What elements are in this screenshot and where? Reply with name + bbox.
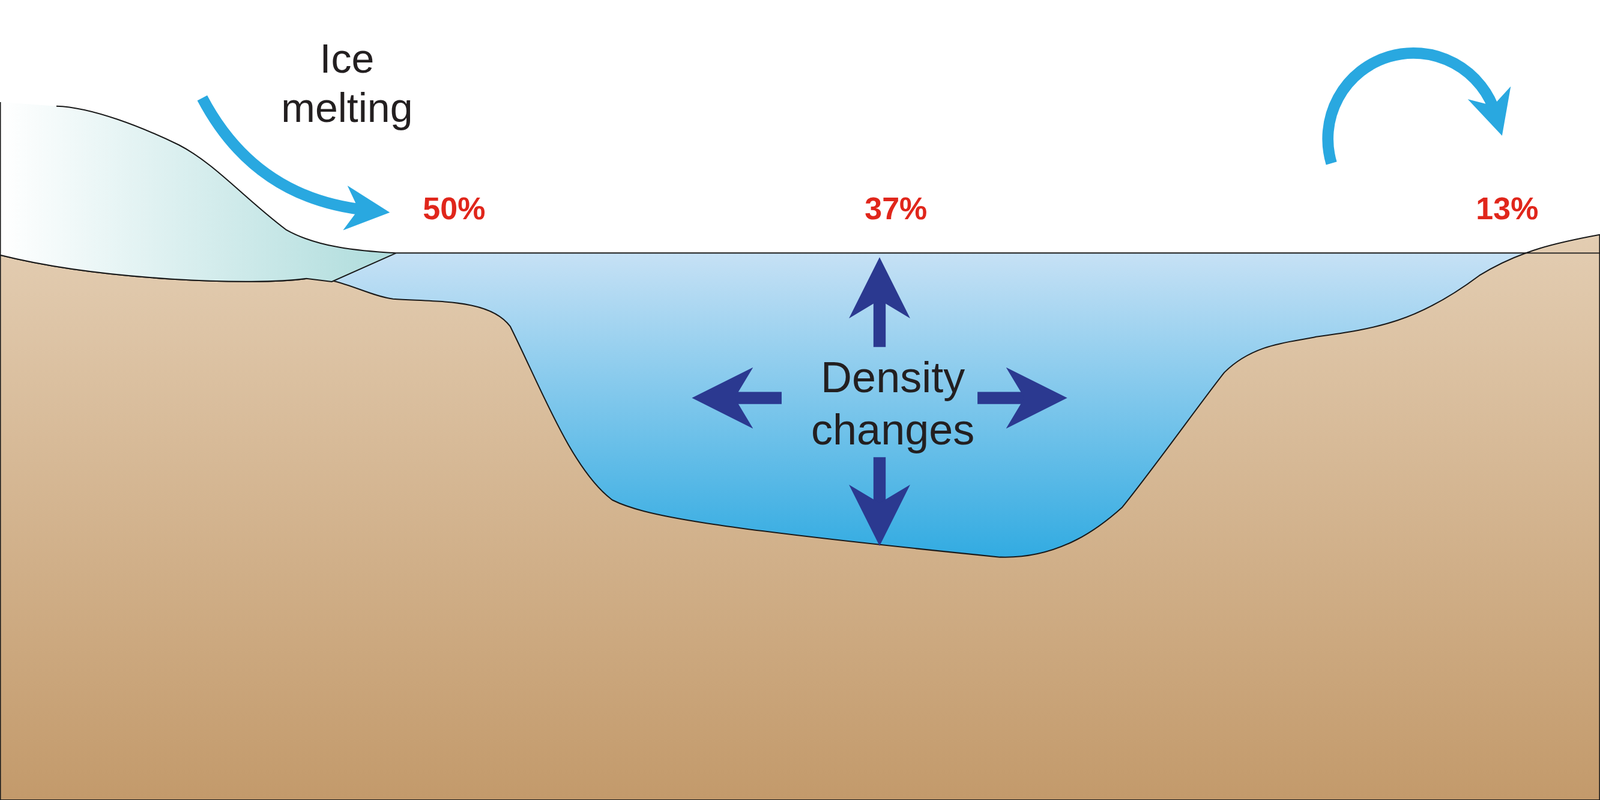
process-label: Density changes (793, 351, 992, 456)
level-line (1530, 252, 1600, 254)
percentage-value: 50% (422, 189, 486, 227)
process-label: Ice melting (259, 34, 435, 133)
density-arrows (722, 287, 1037, 516)
percentage-value: 13% (1475, 189, 1539, 227)
water-surface (396, 252, 1531, 254)
percentage-value: 37% (864, 189, 927, 227)
circular-arrow (1328, 52, 1496, 163)
ground (0, 234, 1600, 800)
